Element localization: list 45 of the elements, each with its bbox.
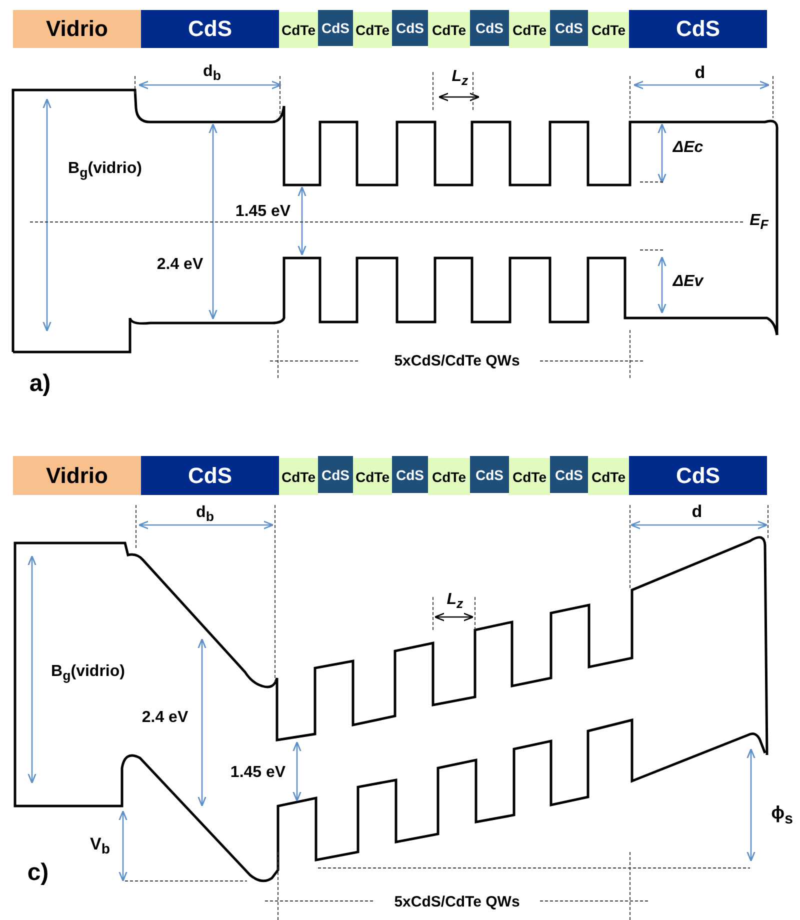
annotation-label: 1.45 eV bbox=[235, 203, 291, 221]
layer-bar: CdS bbox=[550, 10, 588, 46]
layer-bar: CdTe bbox=[428, 458, 470, 495]
annotation-label: L$_{z}$ bbox=[446, 590, 464, 612]
annotation-label: ΔEv bbox=[672, 273, 704, 291]
annotation-label: B$_{g}$(vidrio) bbox=[68, 160, 142, 180]
layer-bar: CdS bbox=[470, 10, 509, 46]
annotation-label: c) bbox=[27, 859, 49, 887]
annotation-label: ΔEc bbox=[672, 139, 704, 157]
annotation-label: d$_{b}$ bbox=[203, 62, 221, 84]
layer-bar: CdS bbox=[392, 456, 428, 493]
layer-bar: Vidrio bbox=[13, 10, 141, 48]
annotation-label: a) bbox=[29, 370, 51, 398]
layer-bar: CdS bbox=[629, 10, 767, 48]
annotation-label: 2.4 eV bbox=[142, 709, 188, 727]
layer-bar: CdS bbox=[470, 456, 509, 493]
annotation-label: d bbox=[694, 63, 706, 83]
layer-bar: CdTe bbox=[353, 12, 392, 48]
layer-bar: CdS bbox=[318, 456, 353, 493]
annotation-label: d bbox=[692, 502, 702, 522]
annotation-label: 2.4 eV bbox=[156, 256, 204, 274]
layer-bar: CdS bbox=[318, 10, 353, 46]
layer-bar: CdTe bbox=[279, 458, 318, 495]
layer-bar: CdTe bbox=[428, 12, 470, 48]
annotation-label: ϕ$_{s}$ bbox=[771, 802, 793, 828]
annotation-label: 5xCdS/CdTe QWs bbox=[394, 894, 520, 910]
layer-bar: CdTe bbox=[353, 458, 392, 495]
annotation-label: 5xCdS/CdTe QWs bbox=[394, 352, 520, 370]
layer-bar: CdS bbox=[629, 456, 767, 495]
layer-bar: CdTe bbox=[279, 12, 318, 48]
layer-bar: CdS bbox=[392, 10, 428, 46]
layer-bar: CdS bbox=[141, 10, 279, 48]
annotation-label: E$_{F}$ bbox=[750, 212, 768, 232]
layer-bar: CdTe bbox=[588, 12, 629, 48]
annotation-label: L$_{z}$ bbox=[452, 68, 468, 88]
annotation-label: d$_{b}$ bbox=[196, 504, 214, 524]
layer-bar: CdTe bbox=[509, 458, 550, 495]
annotation-label: V$_{b}$ bbox=[90, 834, 110, 858]
annotation-label: 1.45 eV bbox=[230, 764, 286, 782]
annotation-label: B$_{g}$(vidrio) bbox=[51, 662, 125, 684]
layer-bar: CdTe bbox=[509, 12, 550, 48]
layer-bar: Vidrio bbox=[13, 456, 141, 495]
layer-bar: CdS bbox=[141, 456, 279, 495]
layer-bar: CdS bbox=[550, 456, 588, 493]
layer-bar: CdTe bbox=[588, 458, 629, 495]
